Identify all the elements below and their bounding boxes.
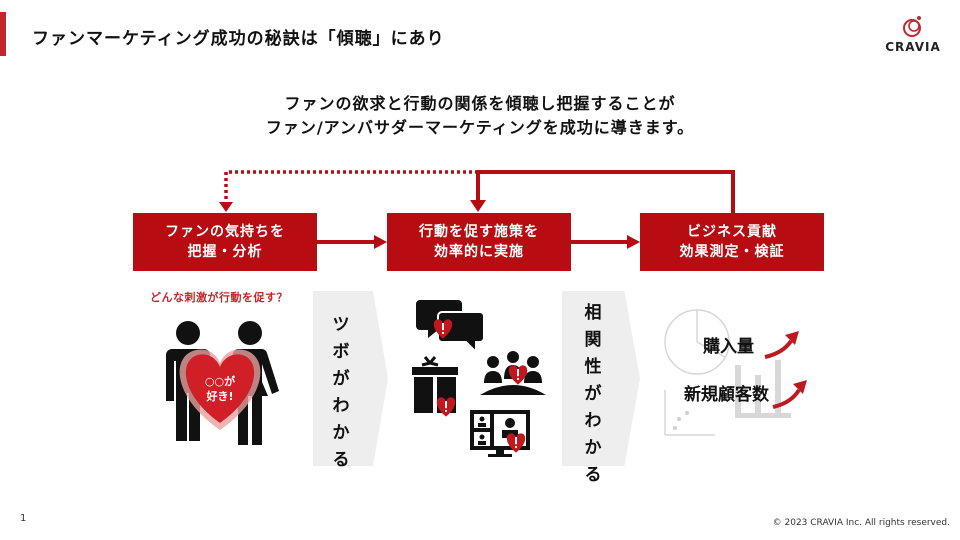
- arrow-1-2-head: [374, 235, 387, 249]
- video-call-icon: [470, 410, 530, 457]
- step-3-line-2: 効果測定・検証: [679, 244, 785, 260]
- step-3-line-1: ビジネス貢献: [687, 224, 777, 240]
- title-accent-bar: [0, 12, 6, 56]
- bar-chart-icon: [735, 360, 791, 418]
- group-icon: [480, 351, 546, 395]
- loop-arrowhead: [470, 200, 486, 212]
- heart-text-line-2: 好き!: [205, 389, 233, 403]
- logo-mark-icon: [903, 16, 921, 37]
- gift-icon: [412, 356, 458, 417]
- char: る: [584, 465, 602, 485]
- step-2-line-1: 行動を促す施策を: [419, 224, 539, 240]
- headline-line-1: ファンの欲求と行動の関係を傾聴し把握することが: [284, 94, 676, 113]
- char: 相: [584, 303, 602, 323]
- feedback-arrowhead: [219, 202, 233, 212]
- step-2-line-2: 効率的に実施: [434, 244, 524, 260]
- stimulus-question: どんな刺激が行動を促す？: [150, 291, 288, 304]
- step-understand-fans: ファンの気持ちを 把握・分析: [133, 213, 317, 271]
- arrow-2-3-head: [627, 235, 640, 249]
- char: か: [332, 423, 350, 443]
- char: が: [332, 369, 350, 389]
- char: る: [332, 450, 350, 470]
- chat-bubbles-icon: [416, 300, 485, 355]
- metric-new-customers: 新規顧客数: [684, 385, 769, 405]
- analytics-background-icon: [664, 309, 807, 436]
- scatter-plot-icon: [664, 390, 715, 436]
- loop-solid-line: [476, 170, 735, 213]
- char: 性: [584, 357, 602, 377]
- page-title: ファンマーケティング成功の秘訣は「傾聴」にあり: [32, 29, 445, 49]
- company-logo: CRAVIA: [882, 14, 944, 60]
- headline: ファンの欲求と行動の関係を傾聴し把握することが ファン/アンバサダーマーケティン…: [0, 92, 960, 140]
- char: わ: [584, 411, 602, 431]
- engagement-icons: [412, 300, 546, 457]
- char: わ: [332, 396, 350, 416]
- vertical-text-find-hotspots: ツ ボ が わ か る: [329, 312, 353, 474]
- couple-with-heart-icon: ○○が 好き!: [166, 321, 279, 445]
- headline-line-2: ファン/アンバサダーマーケティングを成功に導きます。: [265, 118, 695, 137]
- page-number: 1: [20, 513, 27, 524]
- char: か: [584, 438, 602, 458]
- feedback-dotted-line: [224, 170, 478, 203]
- char: ボ: [332, 342, 350, 362]
- step-execute-measures: 行動を促す施策を 効率的に実施: [387, 213, 571, 271]
- chevron-find-correlation: [562, 291, 640, 466]
- char: 関: [584, 330, 602, 350]
- growth-arrow-1-icon: [764, 339, 793, 359]
- step-business-contribution: ビジネス貢献 効果測定・検証: [640, 213, 824, 271]
- step-1-line-1: ファンの気持ちを: [165, 224, 285, 240]
- copyright: © 2023 CRAVIA Inc. All rights reserved.: [772, 518, 950, 528]
- char: が: [584, 384, 602, 404]
- step-1-line-2: 把握・分析: [187, 244, 263, 260]
- vertical-text-find-correlation: 相 関 性 が わ か る: [581, 300, 605, 489]
- chevron-find-hotspots: [313, 291, 388, 466]
- heart-text-line-1: ○○が: [205, 374, 235, 388]
- growth-arrow-2-icon: [772, 388, 801, 409]
- logo-text: CRAVIA: [885, 40, 941, 54]
- char: ツ: [332, 315, 350, 335]
- metric-purchase-volume: 購入量: [703, 337, 754, 357]
